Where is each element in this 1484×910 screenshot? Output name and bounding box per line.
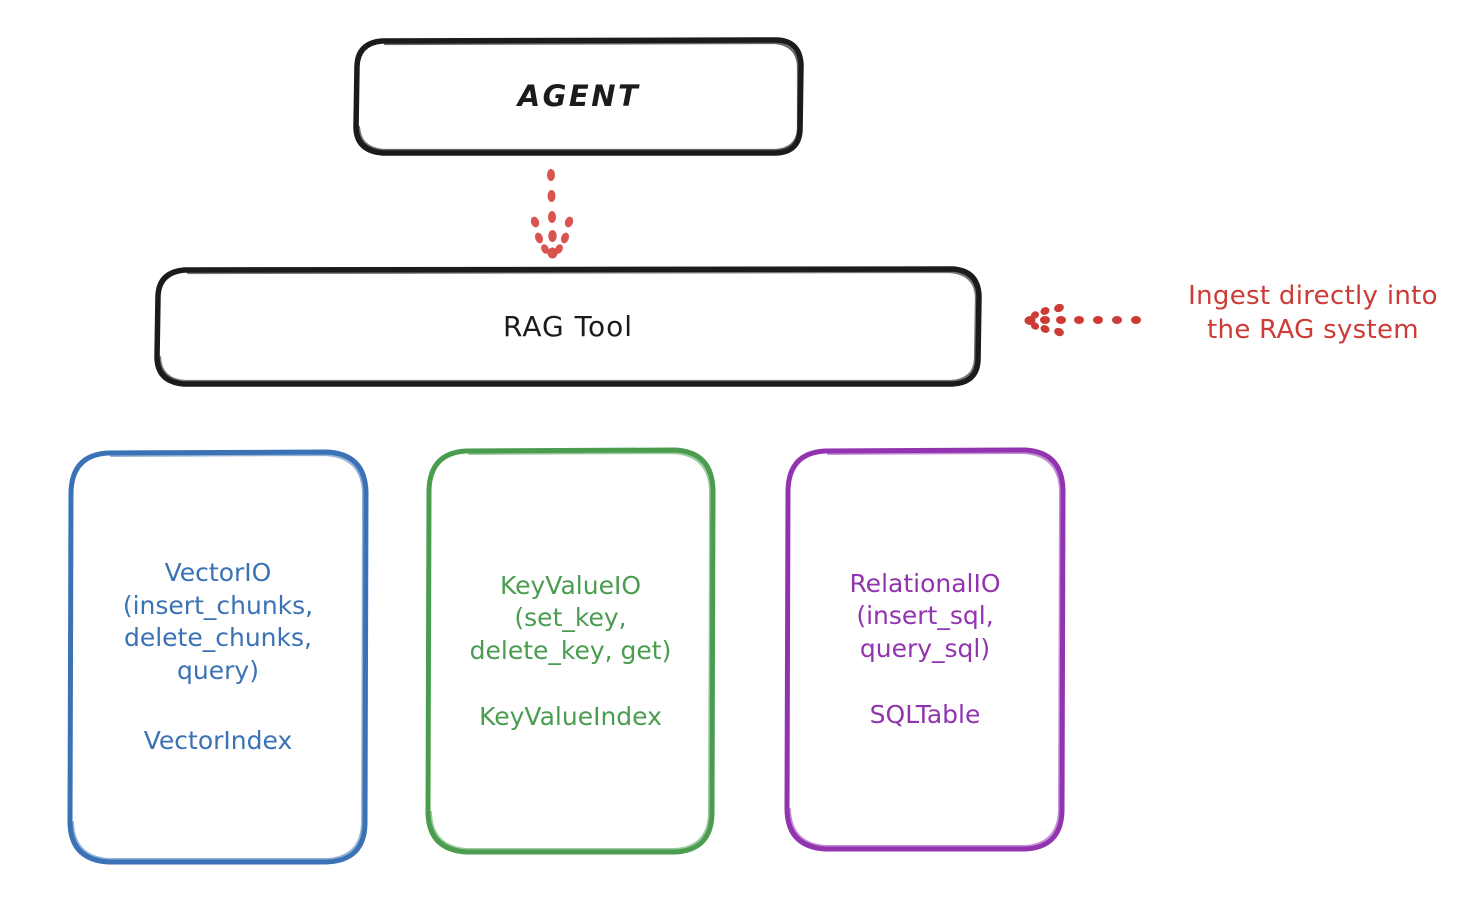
- key-value-io-title: KeyValueIO (set_key, delete_key, get): [469, 570, 672, 665]
- rag-tool-label: RAG Tool: [503, 310, 633, 344]
- relational-io-node[interactable]: RelationalIO (insert_sql, query_sql) SQL…: [787, 450, 1063, 849]
- relational-io-title: RelationalIO (insert_sql, query_sql): [849, 568, 1001, 663]
- agent-label: AGENT: [517, 79, 641, 114]
- vector-io-title: VectorIO (insert_chunks, delete_chunks, …: [122, 558, 314, 685]
- ingest-annotation-label: Ingest directly into the RAG system: [1188, 281, 1438, 346]
- vector-io-index: VectorIndex: [143, 726, 293, 756]
- agent-to-rag-tool-arrow: [530, 169, 574, 259]
- vector-io-node[interactable]: VectorIO (insert_chunks, delete_chunks, …: [70, 452, 366, 863]
- rag-tool-node[interactable]: RAG Tool: [157, 269, 979, 385]
- ingest-to-rag-tool-arrow: [1024, 303, 1141, 337]
- key-value-io-node[interactable]: KeyValueIO (set_key, delete_key, get) Ke…: [428, 450, 713, 853]
- key-value-io-index: KeyValueIndex: [479, 702, 662, 731]
- agent-node[interactable]: AGENT: [356, 40, 802, 154]
- relational-io-index: SQLTable: [869, 700, 981, 729]
